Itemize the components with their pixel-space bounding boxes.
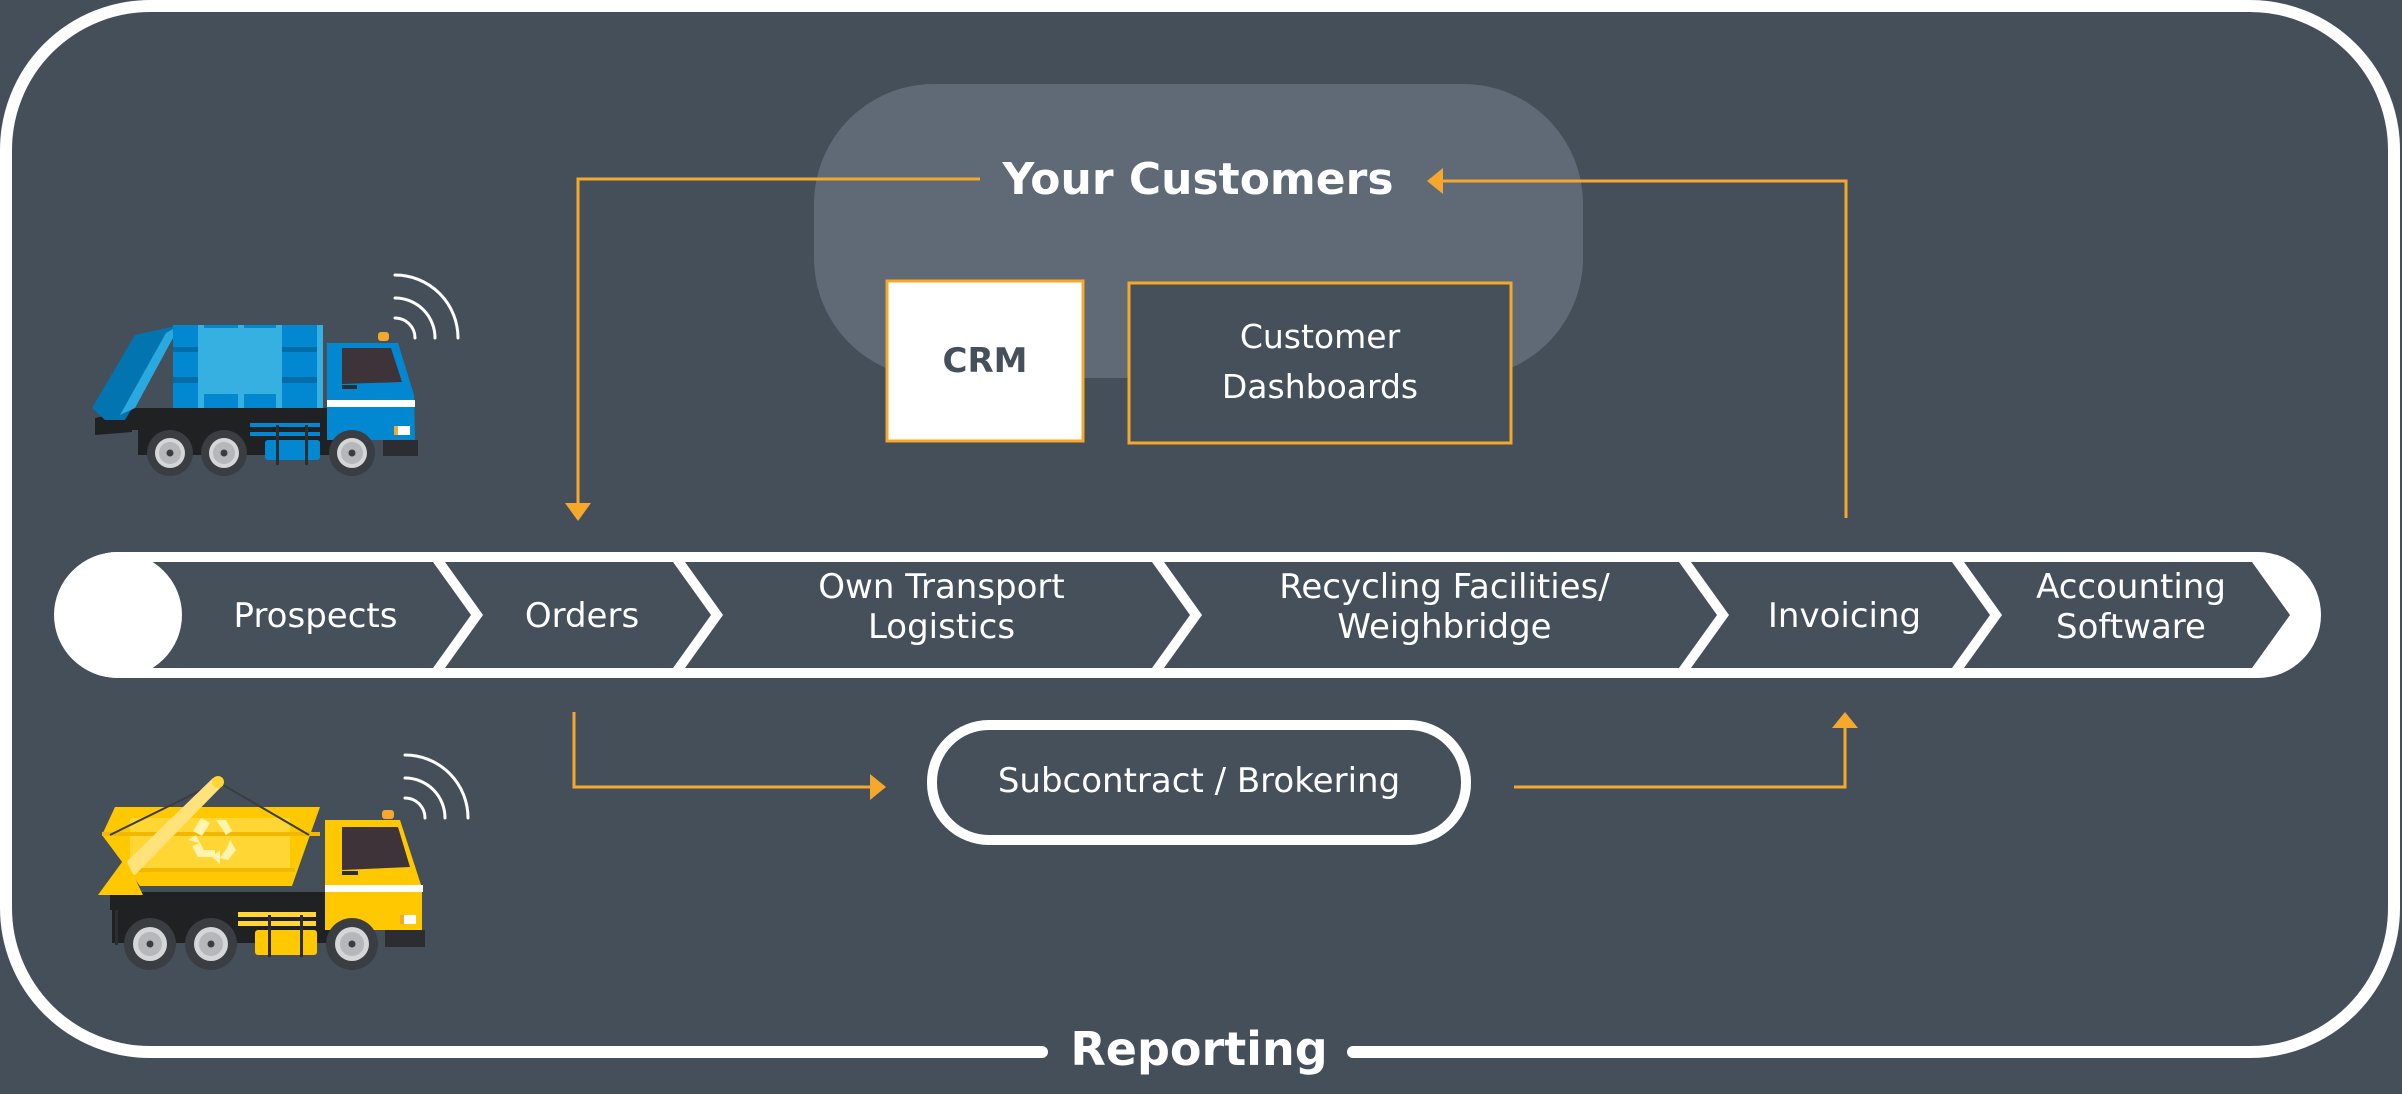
connector-line: [1514, 726, 1847, 789]
process-step-label: Software: [2056, 607, 2206, 647]
process-step-shape: [1964, 562, 2290, 668]
reporting-label: Reporting: [1070, 1022, 1327, 1076]
wheel: [329, 430, 375, 476]
wireless-signal-icon: [403, 753, 470, 820]
process-step-shape: [685, 562, 1190, 668]
crm-box[interactable]: CRM: [885, 279, 1085, 443]
arrow-left-icon: [1427, 168, 1443, 194]
connector-line: [576, 177, 980, 505]
subcontract-box-rect: [927, 720, 1471, 845]
connector-subcontract-to-invoicing: [1514, 712, 1858, 789]
crm-label: CRM: [943, 341, 1028, 381]
recycle-icon: [188, 818, 236, 864]
process-step-label: Prospects: [234, 596, 398, 636]
arrow-down-icon: [565, 503, 591, 521]
arrow-up-icon: [1832, 712, 1858, 728]
garbage-truck-icon: [92, 273, 460, 476]
wheel: [185, 918, 237, 970]
subcontract-box[interactable]: Subcontract / Brokering: [927, 720, 1471, 845]
process-step-shape: [140, 562, 471, 668]
customer-dashboards-label-line1: Customer: [1240, 317, 1401, 356]
process-step-orders[interactable]: Orders: [445, 562, 711, 668]
wheel: [147, 430, 193, 476]
crm-box-rect: [885, 279, 1085, 443]
connector-line: [1440, 179, 1848, 518]
subcontract-label: Subcontract / Brokering: [998, 761, 1400, 801]
process-step-label: Recycling Facilities/: [1279, 567, 1610, 607]
wireless-signal-icon: [393, 273, 460, 340]
process-step-label: Invoicing: [1768, 596, 1921, 636]
frame-outline: [0, 0, 2400, 1058]
process-step-label: Own Transport: [818, 567, 1064, 607]
process-step-label: Accounting: [2036, 567, 2226, 607]
arrow-right-icon: [870, 774, 886, 800]
process-step-recycling[interactable]: Recycling Facilities/Weighbridge: [1164, 562, 1717, 668]
process-step-invoicing[interactable]: Invoicing: [1691, 562, 1990, 668]
customer-dashboards-label-line2: Dashboards: [1222, 367, 1418, 406]
process-step-shape: [1164, 562, 1717, 668]
connector-orders-to-subcontract: [572, 712, 886, 800]
connector-customers-to-orders: [565, 177, 980, 521]
skip-truck-icon: [98, 753, 470, 970]
process-bar-start-cap: [54, 552, 182, 678]
process-step-label: Weighbridge: [1337, 607, 1551, 647]
process-step-shape: [1691, 562, 1990, 668]
customer-dashboards-box[interactable]: Customer Dashboards: [1127, 281, 1513, 445]
connector-invoicing-to-customers: [1427, 168, 1848, 518]
process-step-prospects[interactable]: Prospects: [140, 562, 471, 668]
wheel: [124, 918, 176, 970]
customers-group: Your Customers CRM Customer Dashboards: [814, 84, 1583, 445]
process-step-shape: [445, 562, 711, 668]
wheel: [326, 918, 378, 970]
customer-dashboards-rect: [1127, 281, 1513, 445]
process-step-label: Orders: [525, 596, 639, 636]
connector-line: [572, 712, 872, 789]
customers-title: Your Customers: [1001, 154, 1393, 205]
process-step-label: Logistics: [868, 607, 1015, 647]
wheel: [201, 430, 247, 476]
